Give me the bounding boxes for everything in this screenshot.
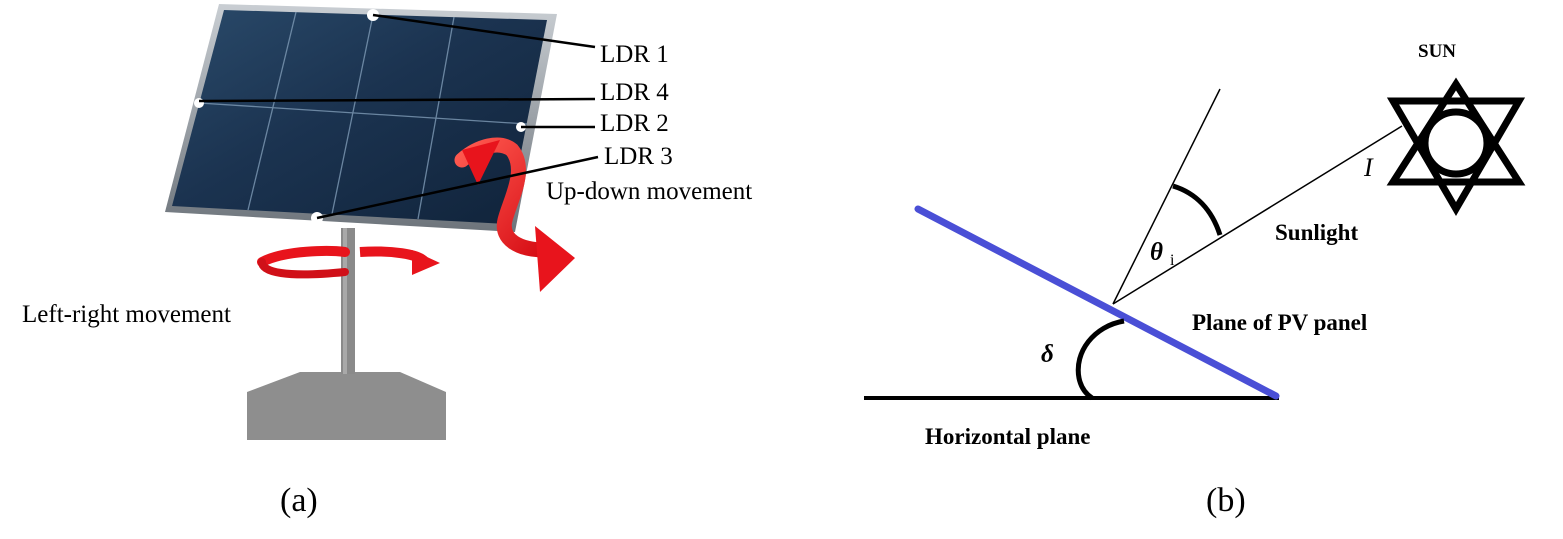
ldr3-label: LDR 3 [604, 143, 673, 170]
ldr-leader-lines [198, 13, 599, 220]
horizontal-plane-label: Horizontal plane [925, 424, 1090, 449]
sun-label: SUN [1418, 41, 1456, 62]
ldr4-label: LDR 4 [600, 79, 669, 106]
up-down-arrow [454, 137, 575, 292]
irradiance-label: I [1363, 153, 1374, 182]
delta-angle-arc [1075, 318, 1125, 401]
theta-angle-arc [1172, 183, 1223, 236]
ldr2-label: LDR 2 [600, 110, 669, 137]
sunlight-label: Sunlight [1275, 220, 1358, 245]
tracker-base [247, 372, 446, 440]
panel-a-caption: (a) [280, 482, 318, 519]
sun-icon [1386, 77, 1526, 216]
panel-b-incidence-angle-diagram: SUN I Sunlight θ i Plane of PV panel δ H… [864, 41, 1526, 519]
pv-plane-label: Plane of PV panel [1192, 310, 1367, 335]
ldr1-label: LDR 1 [600, 41, 669, 68]
delta-symbol: δ [1041, 341, 1054, 368]
panel-cell-grid [198, 11, 528, 220]
up-down-movement-label: Up-down movement [546, 178, 752, 205]
left-right-movement-label: Left-right movement [22, 301, 231, 328]
panel-a-solar-tracker: LDR 1 LDR 4 LDR 2 LDR 3 Up-down movement… [22, 4, 752, 519]
theta-symbol: θ [1150, 239, 1163, 266]
panel-normal-line [1112, 88, 1221, 305]
left-right-arrow [257, 246, 440, 279]
sunlight-ray [1112, 125, 1403, 305]
panel-b-caption: (b) [1206, 482, 1246, 519]
pv-panel-plane-line [914, 205, 1280, 400]
theta-subscript: i [1170, 252, 1175, 269]
ldr4-sensor [194, 98, 204, 108]
solar-panel-surface [172, 10, 547, 224]
